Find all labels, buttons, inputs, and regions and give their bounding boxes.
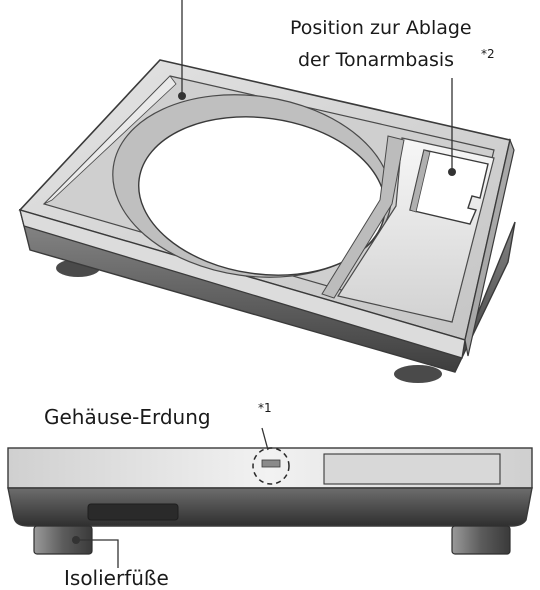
tonearm-cutout-wall: [409, 149, 431, 213]
isolator-foot-right: [394, 365, 442, 383]
ground-terminal: [261, 459, 281, 468]
side-handle-slot: [87, 503, 179, 521]
leader-dot-feet: [72, 536, 80, 544]
leader-dot-tonearm: [448, 168, 456, 176]
base-right-edge: [464, 137, 515, 357]
side-foot-right: [451, 525, 511, 555]
label-chassis-ground: Gehäuse-Erdung: [44, 405, 211, 429]
compartment-wall: [321, 135, 405, 299]
label-tonearm-base-line1: Position zur Ablage: [290, 17, 472, 39]
label-tonearm-base-footnote: *2: [481, 47, 495, 61]
ground-terminal-highlight-circle: [252, 447, 290, 485]
leader-dot-recess: [178, 92, 186, 100]
base-side-view: [7, 447, 533, 555]
tonearm-base-cutout: [409, 149, 489, 225]
base-perspective-view: [18, 59, 516, 383]
label-tonearm-base-line2: der Tonarmbasis: [298, 49, 454, 71]
label-isolator-feet: Isolierfüße: [64, 566, 169, 590]
leader-line-feet: [76, 539, 119, 568]
side-panel-recess: [323, 453, 501, 485]
base-front-edge: [19, 209, 466, 359]
label-chassis-ground-footnote: *1: [258, 401, 272, 415]
side-lower-band: [7, 487, 533, 527]
recess-ledge: [43, 75, 177, 205]
leader-line-ground: [261, 427, 269, 451]
